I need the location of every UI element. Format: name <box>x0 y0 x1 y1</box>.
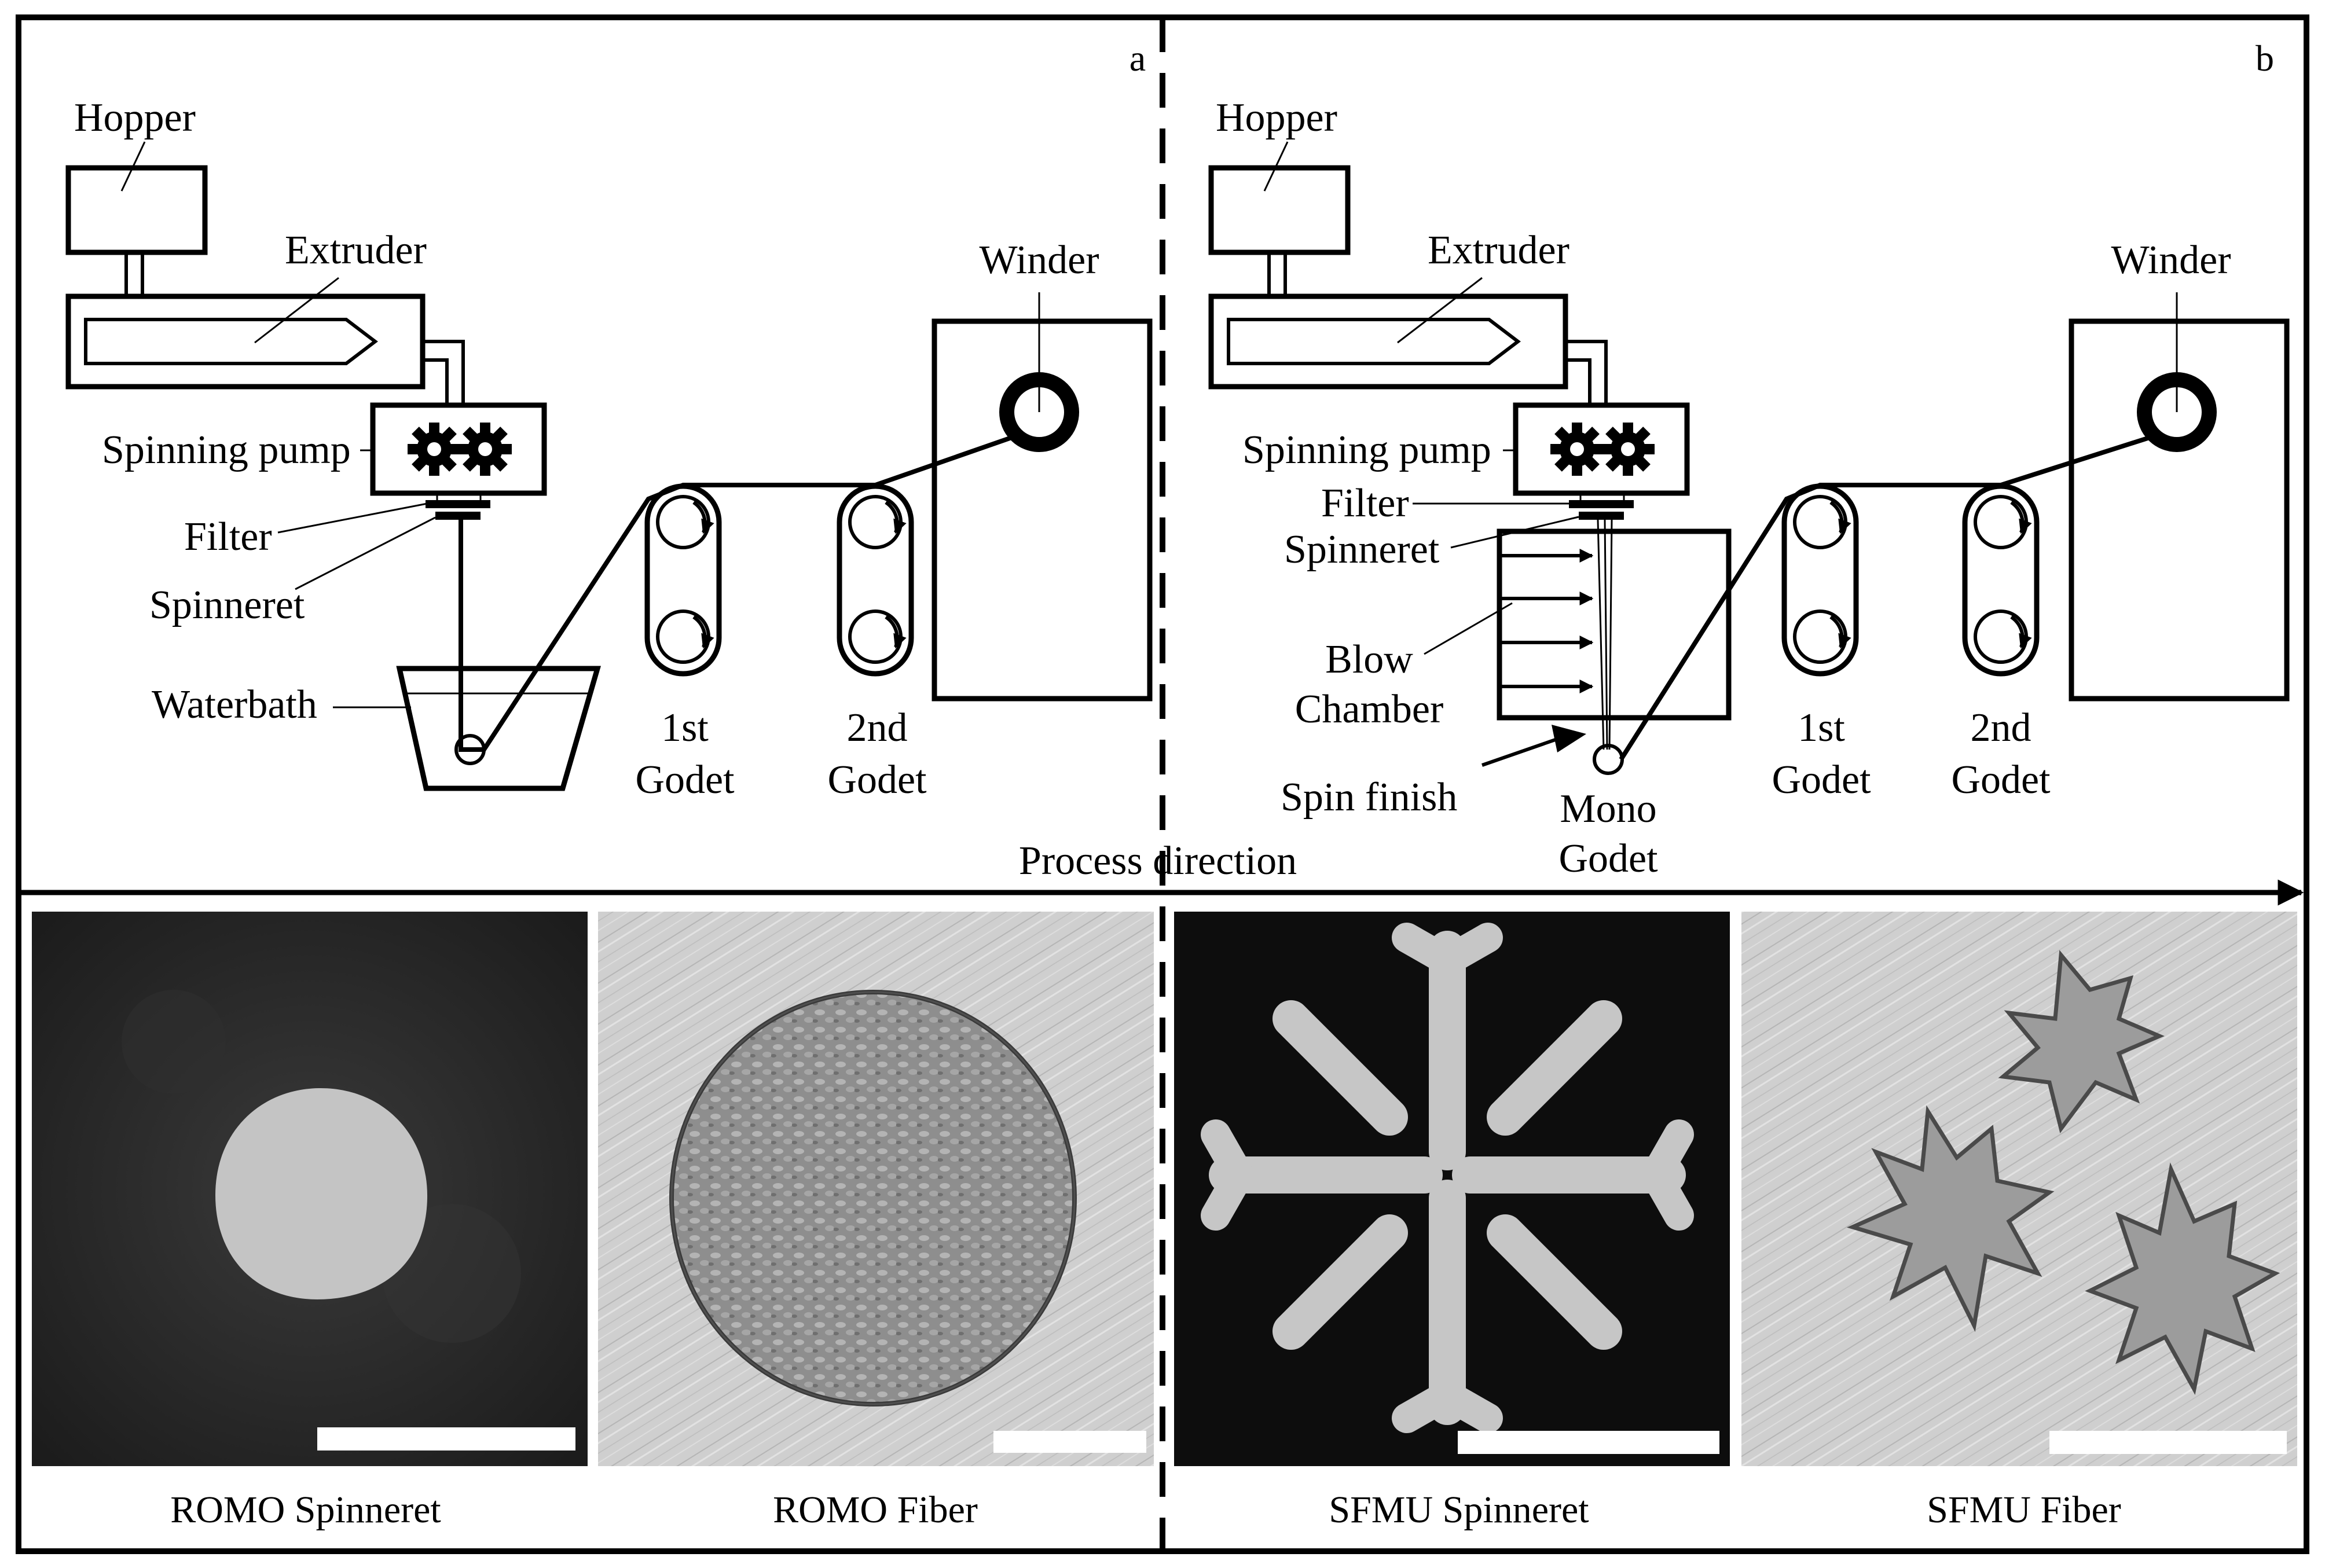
waterbath <box>396 666 601 791</box>
scale-bar <box>2049 1431 2287 1454</box>
fiber-path <box>1619 435 2152 761</box>
extruder <box>65 293 426 390</box>
godet-1-label-line2: Godet <box>1772 758 1871 802</box>
extruder <box>1208 293 1568 390</box>
scale-bar <box>993 1431 1146 1453</box>
extruder-screw <box>84 318 378 365</box>
hopper <box>1208 165 1351 255</box>
godet-2-label-line2: Godet <box>827 758 927 802</box>
godet-2-label-line1: 2nd <box>1971 706 2031 750</box>
caption-sfmu-fiber: SFMU Fiber <box>1927 1489 2121 1531</box>
blow-chamber-label-line2: Chamber <box>1295 687 1444 732</box>
romo-spinneret-image <box>32 912 588 1466</box>
spinning-pump-label: Spinning pump <box>1242 428 1491 472</box>
spinneret-hole <box>215 1088 428 1299</box>
hopper <box>65 165 208 255</box>
godet-1-label-line1: 1st <box>1798 706 1845 750</box>
mono-godet-label-line1: Mono <box>1560 787 1656 831</box>
godet-2-label-line1: 2nd <box>847 706 908 750</box>
gear-icon <box>459 423 512 476</box>
gear-icon <box>1550 423 1604 476</box>
caption-romo-fiber: ROMO Fiber <box>773 1489 978 1531</box>
hopper-label: Hopper <box>74 96 196 140</box>
mono-godet-label-line2: Godet <box>1558 836 1658 881</box>
process-direction-label: Process direction <box>1019 839 1297 883</box>
caption-sfmu-spinneret: SFMU Spinneret <box>1329 1489 1589 1531</box>
fiber-path <box>1597 519 1613 750</box>
winder <box>932 318 1153 702</box>
filter <box>1569 500 1634 508</box>
sfmu-fiber-image <box>1741 912 2297 1466</box>
blow-chamber-label-line1: Blow <box>1325 637 1413 682</box>
godet-2-label-line2: Godet <box>1951 758 2051 802</box>
mono-godet <box>1593 744 1624 775</box>
spinneret <box>435 512 481 520</box>
winder-label: Winder <box>979 238 1099 282</box>
filter-label: Filter <box>1321 481 1409 526</box>
winder <box>2069 318 2290 702</box>
spinning-pump-label: Spinning pump <box>102 428 351 472</box>
gear-icon <box>1601 423 1655 476</box>
spin-finish-label: Spin finish <box>1281 775 1457 820</box>
winder-label: Winder <box>2111 238 2231 282</box>
spinneret <box>1579 512 1624 520</box>
filter <box>426 500 490 508</box>
godet-1-label-line2: Godet <box>635 758 735 802</box>
fiber-cross-section <box>1846 950 2280 1396</box>
scale-bar <box>317 1427 575 1451</box>
romo-fiber-image <box>598 912 1154 1466</box>
scale-bar <box>1458 1431 1719 1454</box>
spin-finish-arrow <box>1552 725 1586 752</box>
extruder-label: Extruder <box>1428 228 1569 273</box>
spinning-pump <box>370 402 547 496</box>
filter-label: Filter <box>184 515 272 559</box>
panel-a-letter: a <box>1130 38 1146 79</box>
fiber-path <box>459 435 1014 752</box>
gear-icon <box>408 423 461 476</box>
spinning-pump <box>1513 402 1690 496</box>
godet-1-label-line1: 1st <box>661 706 709 750</box>
sfmu-spinneret-image <box>1174 912 1730 1466</box>
caption-romo-spinneret: ROMO Spinneret <box>170 1489 441 1531</box>
spinneret-slot <box>1201 923 1694 1433</box>
extruder-screw <box>1227 318 1521 365</box>
panel-a-diagram: Hopper Extruder <box>65 96 1153 802</box>
fiber-cross-section <box>669 990 1077 1407</box>
hopper-label: Hopper <box>1216 96 1337 140</box>
panel-b-letter: b <box>2256 38 2274 79</box>
spinneret-label: Spinneret <box>1284 527 1440 572</box>
extruder-label: Extruder <box>285 228 427 273</box>
waterbath-label: Waterbath <box>152 682 317 727</box>
blow-chamber <box>1497 528 1732 721</box>
spinneret-label: Spinneret <box>149 583 305 627</box>
panel-b-diagram: Hopper Extruder <box>1208 96 2290 881</box>
